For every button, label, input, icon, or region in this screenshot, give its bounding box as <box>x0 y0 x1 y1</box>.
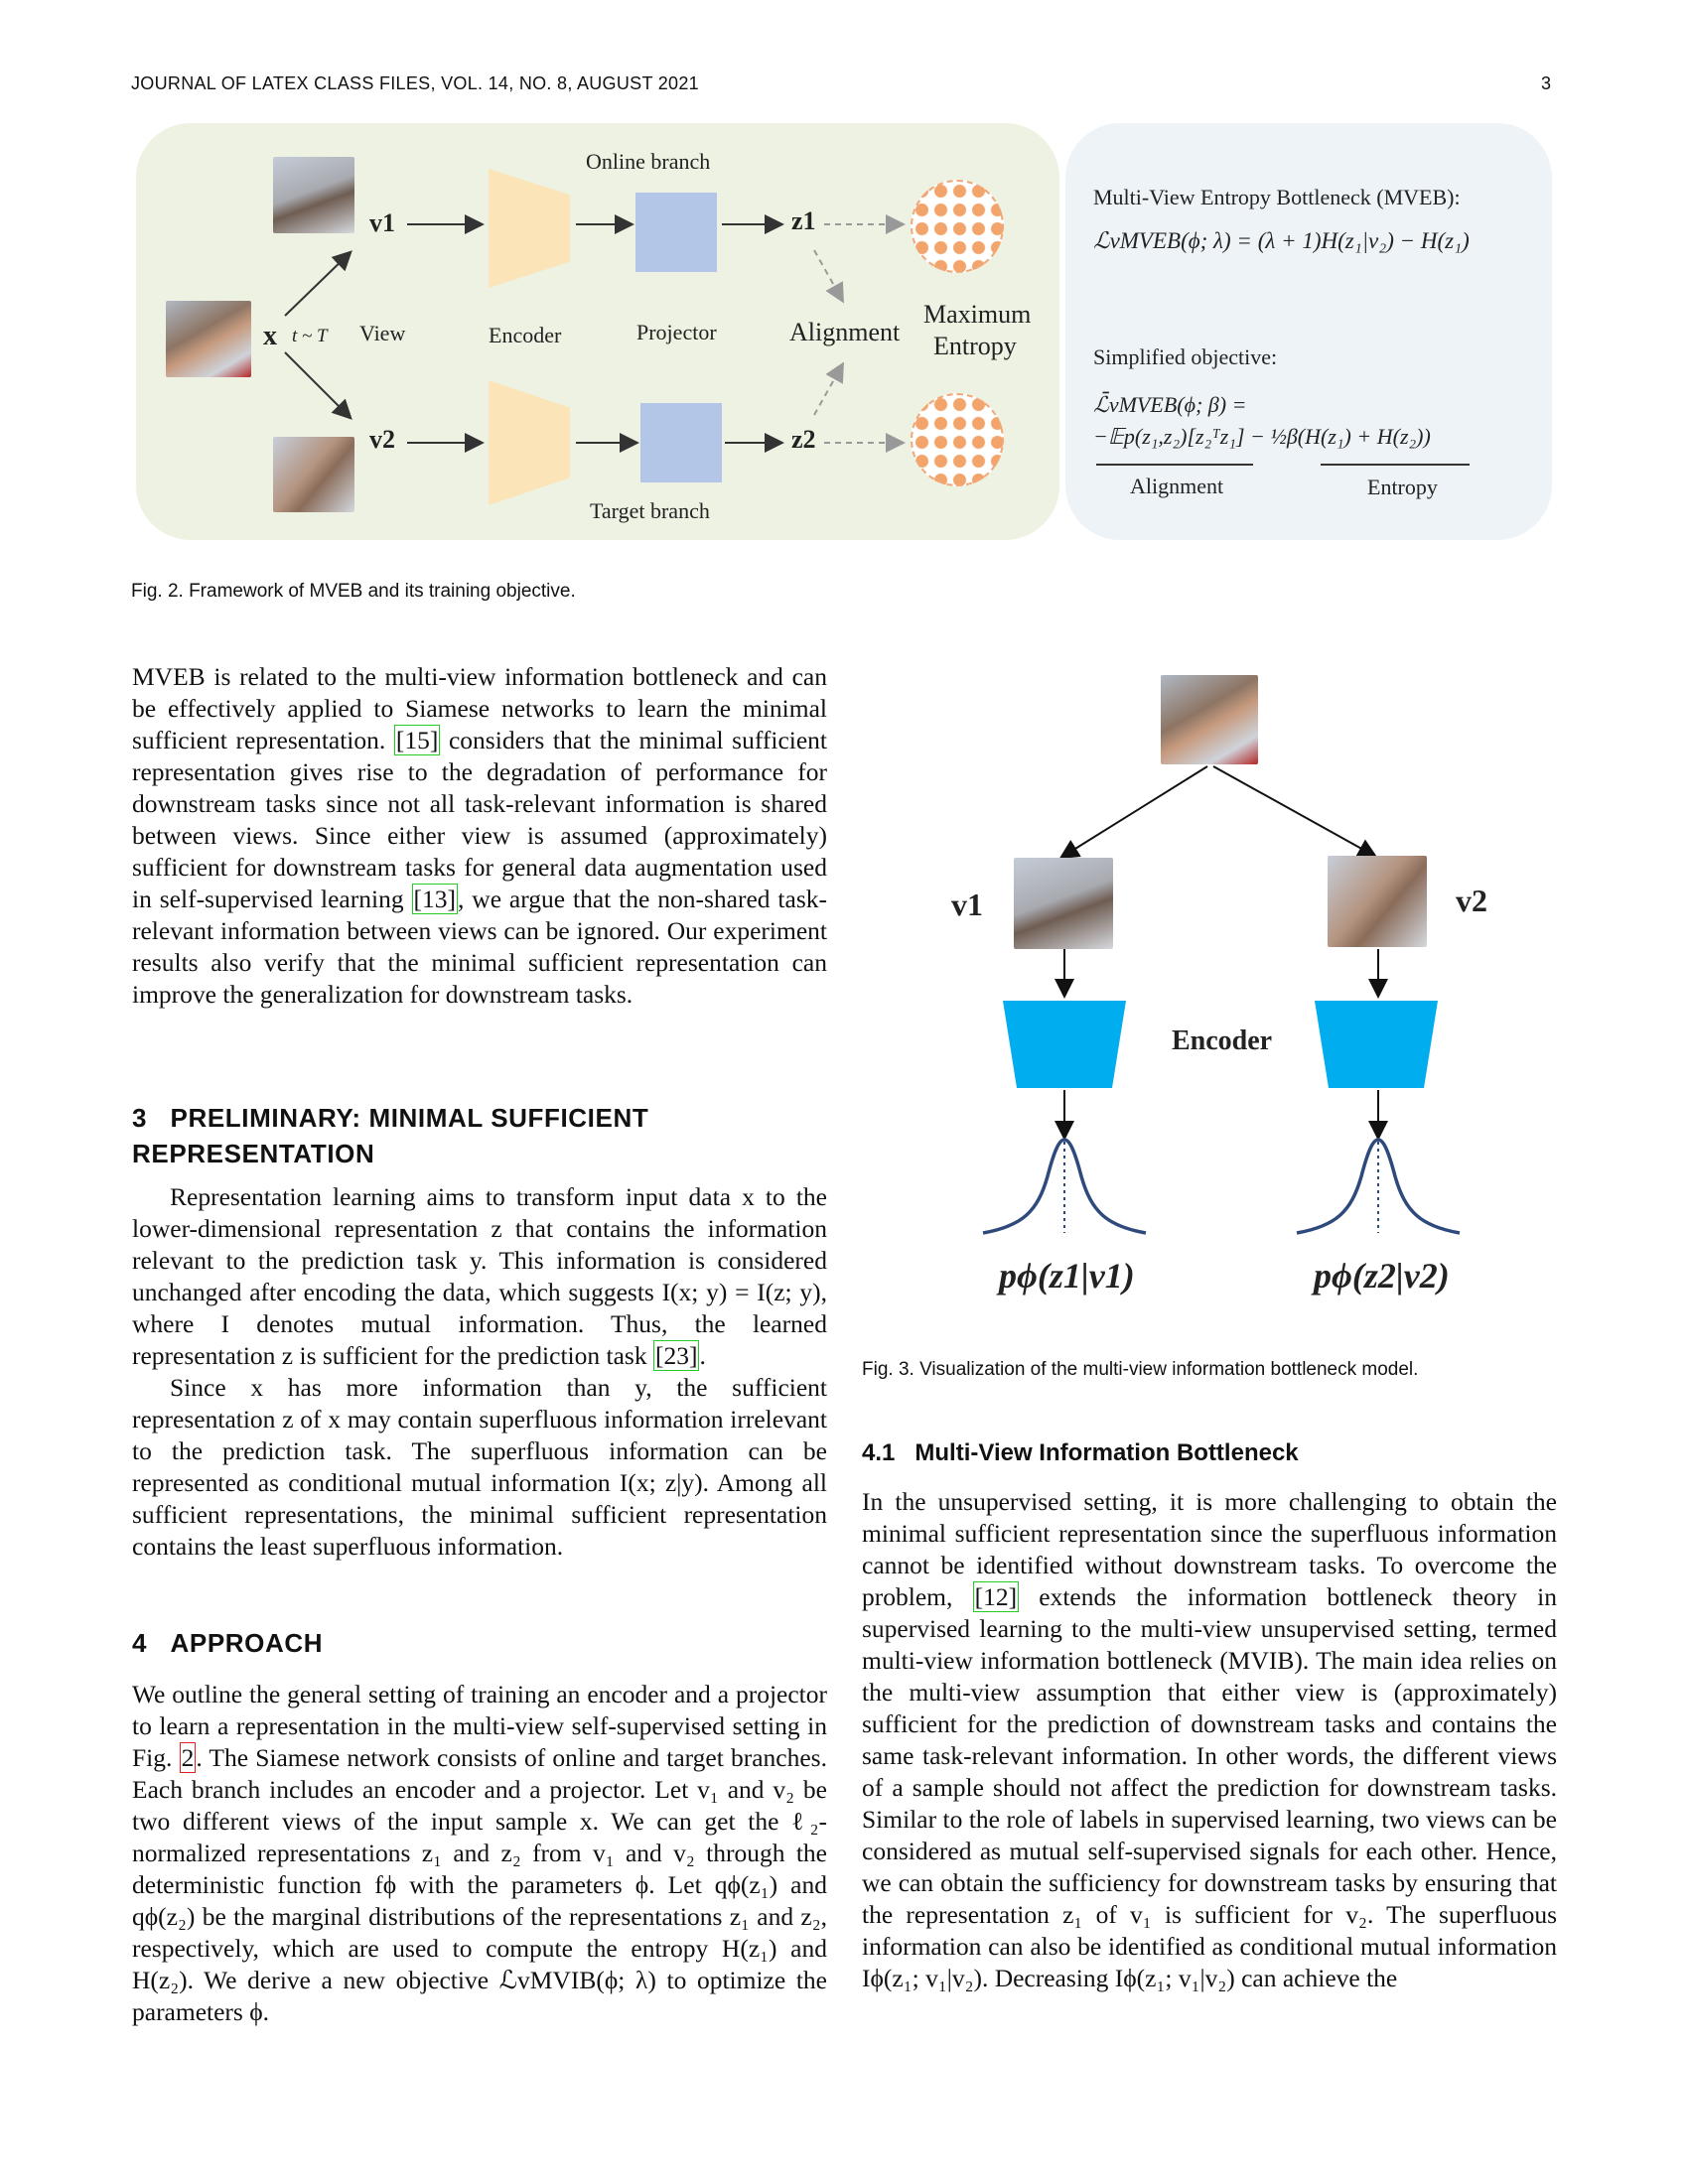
input-x-label: x <box>263 321 277 351</box>
para4-text-a: We outline the general setting of traini… <box>132 1680 827 1772</box>
fig3-p1-label: pϕ(z1|v1) <box>999 1256 1135 1296</box>
section-4-1-heading: 4.1 Multi-View Information Bottleneck <box>862 1439 1299 1467</box>
mvib-text-a: In the unsupervised setting, it is more … <box>862 1487 1557 1611</box>
running-header: JOURNAL OF LATEX CLASS FILES, VOL. 14, N… <box>131 73 699 93</box>
citation-15[interactable]: [15] <box>393 725 441 755</box>
z2-label: z2 <box>791 425 816 454</box>
section-3-title: PRELIMINARY: MINIMAL SUFFICIENT REPRESEN… <box>132 1103 649 1168</box>
para1-text-a: MVEB is related to the multi-view inform… <box>132 662 827 754</box>
fig3-encoder-label: Encoder <box>1172 1025 1273 1056</box>
section-4-1-number: 4.1 <box>862 1439 896 1466</box>
alignment-term-label: Alignment <box>1130 474 1224 498</box>
section-4-number: 4 <box>132 1628 148 1658</box>
fig3-v1-label: v1 <box>951 887 983 922</box>
fig3-p2-label: pϕ(z2|v2) <box>1314 1256 1450 1296</box>
para4-text-b: . The Siamese network consists of online… <box>132 1743 827 2026</box>
fig2-caption: Fig. 2. Framework of MVEB and its traini… <box>131 581 576 602</box>
citation-12[interactable]: [12] <box>972 1581 1020 1612</box>
split-arrow-right <box>1212 765 1378 858</box>
mveb-formula: ℒvMVEB(ϕ; λ) = (λ + 1)H(z₁|v₂) − H(z₁) <box>1093 228 1470 253</box>
z1-label: z1 <box>791 206 816 235</box>
fig3-caption: Fig. 3. Visualization of the multi-view … <box>862 1359 1419 1380</box>
view2-image <box>273 437 354 512</box>
para3-text: Since x has more information than y, the… <box>132 1373 827 1561</box>
section-4-1-body: In the unsupervised setting, it is more … <box>862 1486 1557 1994</box>
section-4-title: APPROACH <box>170 1628 324 1658</box>
simplified-title: Simplified objective: <box>1093 344 1278 369</box>
v2-label: v2 <box>369 425 395 454</box>
section-4-body: We outline the general setting of traini… <box>132 1679 827 2028</box>
fig3-v2-label: v2 <box>1456 883 1487 918</box>
fig3-view1-image <box>1014 858 1113 949</box>
fig2-arrows <box>284 214 1470 466</box>
section-4-heading: 4 APPROACH <box>132 1628 323 1659</box>
section-4-1-title: Multi-View Information Bottleneck <box>914 1439 1299 1466</box>
fig3-diagram <box>982 765 1461 1235</box>
alignment-label: Alignment <box>789 318 901 346</box>
section-3-number: 3 <box>132 1103 148 1133</box>
simplified-formula-line1: ℒ̄vMVEB(ϕ; β) = <box>1093 392 1247 417</box>
para1-text-b: considers that the minimal sufficient re… <box>132 726 827 913</box>
target-projector-block <box>640 403 722 482</box>
simplified-formula-line2: −𝔼p(z₁,z₂)[z₂ᵀz₁] − ½β(H(z₁) + H(z₂)) <box>1093 424 1431 449</box>
para2-text-a: Representation learning aims to transfor… <box>132 1182 827 1370</box>
distribution-curve-left <box>982 1138 1147 1235</box>
citation-23[interactable]: [23] <box>652 1340 700 1371</box>
encoder-right-shape <box>1315 1001 1438 1088</box>
v1-label: v1 <box>369 208 395 237</box>
target-branch-label: Target branch <box>590 498 710 523</box>
citation-13[interactable]: [13] <box>411 884 458 914</box>
para2-text-b: . <box>699 1341 706 1370</box>
augmentation-label: t ~ T <box>292 326 328 346</box>
fig3-input-image <box>1161 675 1258 764</box>
input-image <box>166 301 251 377</box>
section-3-heading: 3 PRELIMINARY: MINIMAL SUFFICIENT REPRES… <box>132 1100 827 1171</box>
encoder-label: Encoder <box>489 323 562 347</box>
encoder-left-shape <box>1003 1001 1126 1088</box>
fig2-objective-panel <box>1065 123 1552 540</box>
mvib-text-b: extends the information bottleneck theor… <box>862 1582 1557 1992</box>
page-number: 3 <box>1541 73 1552 93</box>
section-3-body: Representation learning aims to transfor… <box>132 1181 827 1563</box>
split-arrow-left <box>1058 765 1208 860</box>
online-projector-block <box>635 193 717 272</box>
distribution-curve-right <box>1296 1138 1461 1235</box>
figure-ref-2[interactable]: 2 <box>179 1742 197 1773</box>
view1-image <box>273 157 354 233</box>
online-branch-label: Online branch <box>586 149 711 174</box>
para1-text-c: , we argue that the non-shared task-rele… <box>132 885 827 1009</box>
entropy-sphere-online <box>911 180 1004 273</box>
view-label: View <box>359 321 406 345</box>
entropy-sphere-target <box>911 393 1004 486</box>
mveb-title: Multi-View Entropy Bottleneck (MVEB): <box>1093 185 1461 209</box>
maximum-label: Maximum <box>923 300 1032 329</box>
projector-label: Projector <box>636 320 717 344</box>
left-intro-paragraph: MVEB is related to the multi-view inform… <box>132 661 827 1011</box>
entropy-term-label: Entropy <box>1367 475 1438 499</box>
fig3-view2-image <box>1328 856 1427 947</box>
entropy-label: Entropy <box>933 332 1017 360</box>
